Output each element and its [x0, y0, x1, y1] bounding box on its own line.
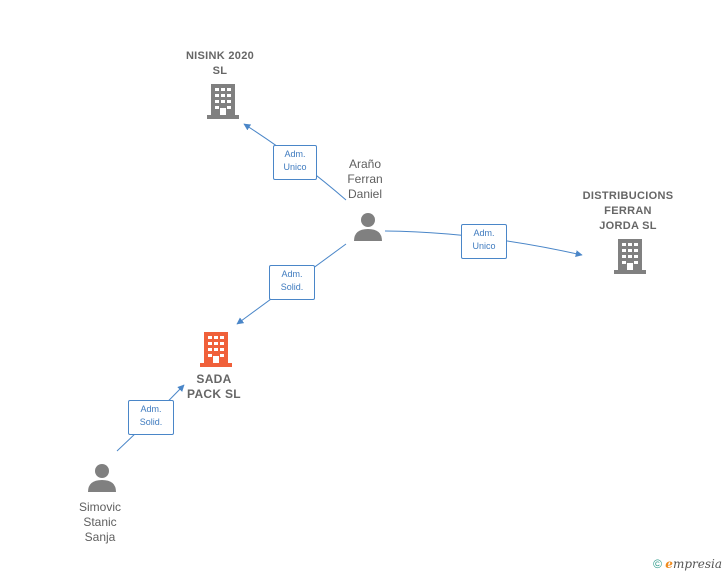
edge-label-simovic-sada[interactable]: Adm. Solid. — [128, 400, 174, 435]
company-label-nisink: NISINK 2020 SL — [170, 49, 270, 79]
edge-label-line: Unico — [283, 162, 307, 172]
person-icon[interactable] — [87, 463, 117, 493]
company-label-line: FERRAN — [604, 205, 652, 217]
edge-label-line: Solid. — [139, 417, 163, 427]
person-label-line: Simovic — [78, 500, 121, 514]
building-icon[interactable] — [200, 332, 232, 367]
edge-label-arano-sada[interactable]: Adm. Solid. — [269, 265, 315, 300]
person-label-simovic: Simovic Stanic Sanja — [60, 500, 140, 545]
person-label-line: Daniel — [347, 187, 383, 201]
company-label-line: JORDA SL — [599, 220, 657, 232]
company-label-line: PACK SL — [187, 387, 241, 401]
company-label-line: SL — [212, 65, 228, 77]
brand-e: e — [665, 557, 673, 571]
building-icon[interactable] — [207, 84, 239, 119]
edge-label-line: Unico — [472, 241, 496, 251]
brand-logo: © empresia — [653, 557, 722, 571]
person-label-line: Stanic — [83, 515, 117, 529]
copyright-icon: © — [653, 557, 662, 571]
edge-label-arano-distribucions[interactable]: Adm. Unico — [461, 224, 507, 259]
edge-label-line: Adm. — [473, 228, 495, 238]
person-icon[interactable] — [353, 212, 383, 242]
edge-label-arano-nisink[interactable]: Adm. Unico — [273, 145, 317, 180]
edge-label-line: Adm. — [140, 404, 162, 414]
edge-label-line: Adm. — [284, 149, 306, 159]
person-label-line: Araño — [348, 157, 382, 171]
edge-label-line: Adm. — [281, 269, 303, 279]
company-label-line: NISINK 2020 — [185, 50, 255, 62]
person-label-line: Sanja — [84, 530, 116, 544]
company-label-line: SADA — [196, 372, 232, 386]
edge-label-line: Solid. — [280, 282, 304, 292]
company-label-distribucions: DISTRIBUCIONS FERRAN JORDA SL — [568, 189, 688, 234]
company-label-line: DISTRIBUCIONS — [582, 190, 674, 202]
person-label-line: Ferran — [347, 172, 383, 186]
company-label-sada: SADA PACK SL — [168, 372, 260, 402]
brand-name: mpresia — [672, 557, 722, 571]
person-label-arano: Araño Ferran Daniel — [326, 157, 404, 202]
building-icon[interactable] — [614, 239, 646, 274]
